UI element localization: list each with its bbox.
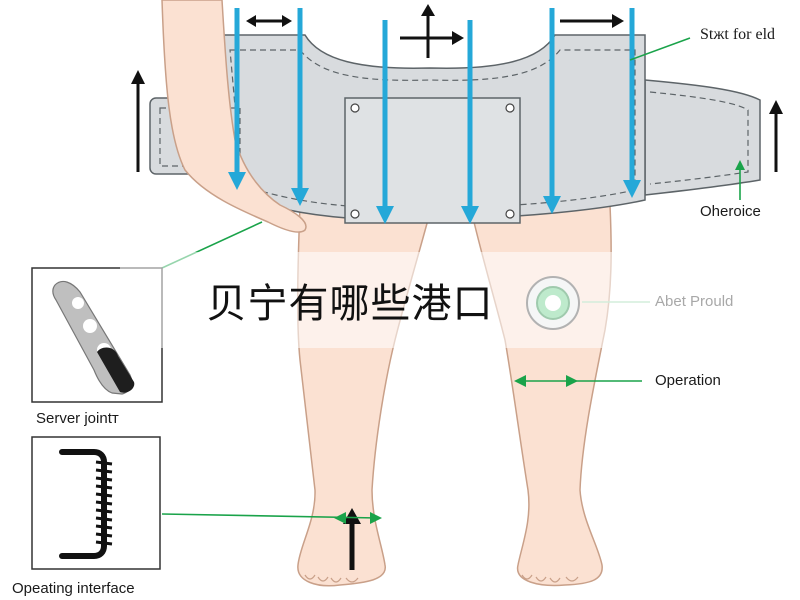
label-abet-prould: Abet Prould xyxy=(655,293,734,310)
toes xyxy=(304,574,579,583)
banner-title: 贝宁有哪些港口 xyxy=(206,281,494,327)
black-direction-arrows xyxy=(131,4,783,570)
label-operation: Operation xyxy=(655,372,721,389)
label-server-joint: Server jointт xyxy=(36,410,119,427)
label-oheroice: Oheroice xyxy=(700,203,761,220)
label-stat-for-eld: Stжt for eld xyxy=(700,26,776,43)
green-leader-lines xyxy=(161,37,745,524)
label-operating-interface: Opeating interface xyxy=(12,580,135,597)
title-banner: 贝宁有哪些港口 xyxy=(120,252,680,348)
arm xyxy=(161,0,307,233)
blue-force-arrows xyxy=(228,8,641,224)
inset-operating-interface xyxy=(31,436,161,570)
